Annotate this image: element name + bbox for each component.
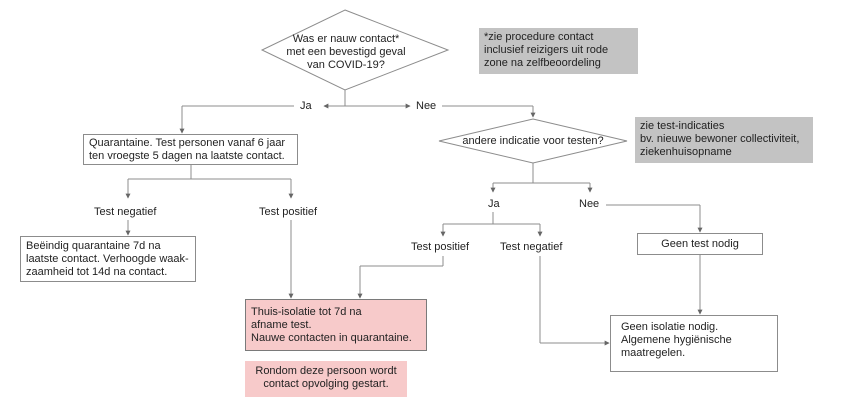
branch-other-yes: Ja bbox=[488, 198, 500, 210]
isolation-box: Thuis-isolatie tot 7d na afname test. Na… bbox=[245, 299, 427, 351]
branch-main-no: Nee bbox=[416, 100, 437, 112]
left-branch-negative: Test negatief bbox=[94, 206, 157, 218]
no-isolation-box: Geen isolatie nodig. Algemene hygiënisch… bbox=[610, 315, 778, 372]
note-contact-procedure: *zie procedure contact inclusief reizige… bbox=[479, 28, 638, 74]
note-test-indications: zie test-indicaties bv. nieuwe bewoner c… bbox=[635, 117, 813, 163]
decision-other-text: andere indicatie voor testen? bbox=[462, 135, 604, 147]
no-test-box: Geen test nodig bbox=[637, 233, 763, 255]
decision-main-text: Was er nauw contact* met een bevestigd g… bbox=[286, 33, 406, 71]
right-branch-positive: Test positief bbox=[411, 241, 470, 253]
quarantine-box: Quarantaine. Test personen vanaf 6 jaar … bbox=[83, 134, 298, 165]
right-branch-negative: Test negatief bbox=[500, 241, 563, 253]
end-quarantine-box: Beëindig quarantaine 7d na laatste conta… bbox=[20, 236, 196, 282]
branch-other-no: Nee bbox=[579, 198, 600, 210]
branch-main-yes: Ja bbox=[300, 100, 312, 112]
contact-tracing-box: Rondom deze persoon wordt contact opvolg… bbox=[245, 361, 407, 397]
left-branch-positive: Test positief bbox=[259, 206, 318, 218]
